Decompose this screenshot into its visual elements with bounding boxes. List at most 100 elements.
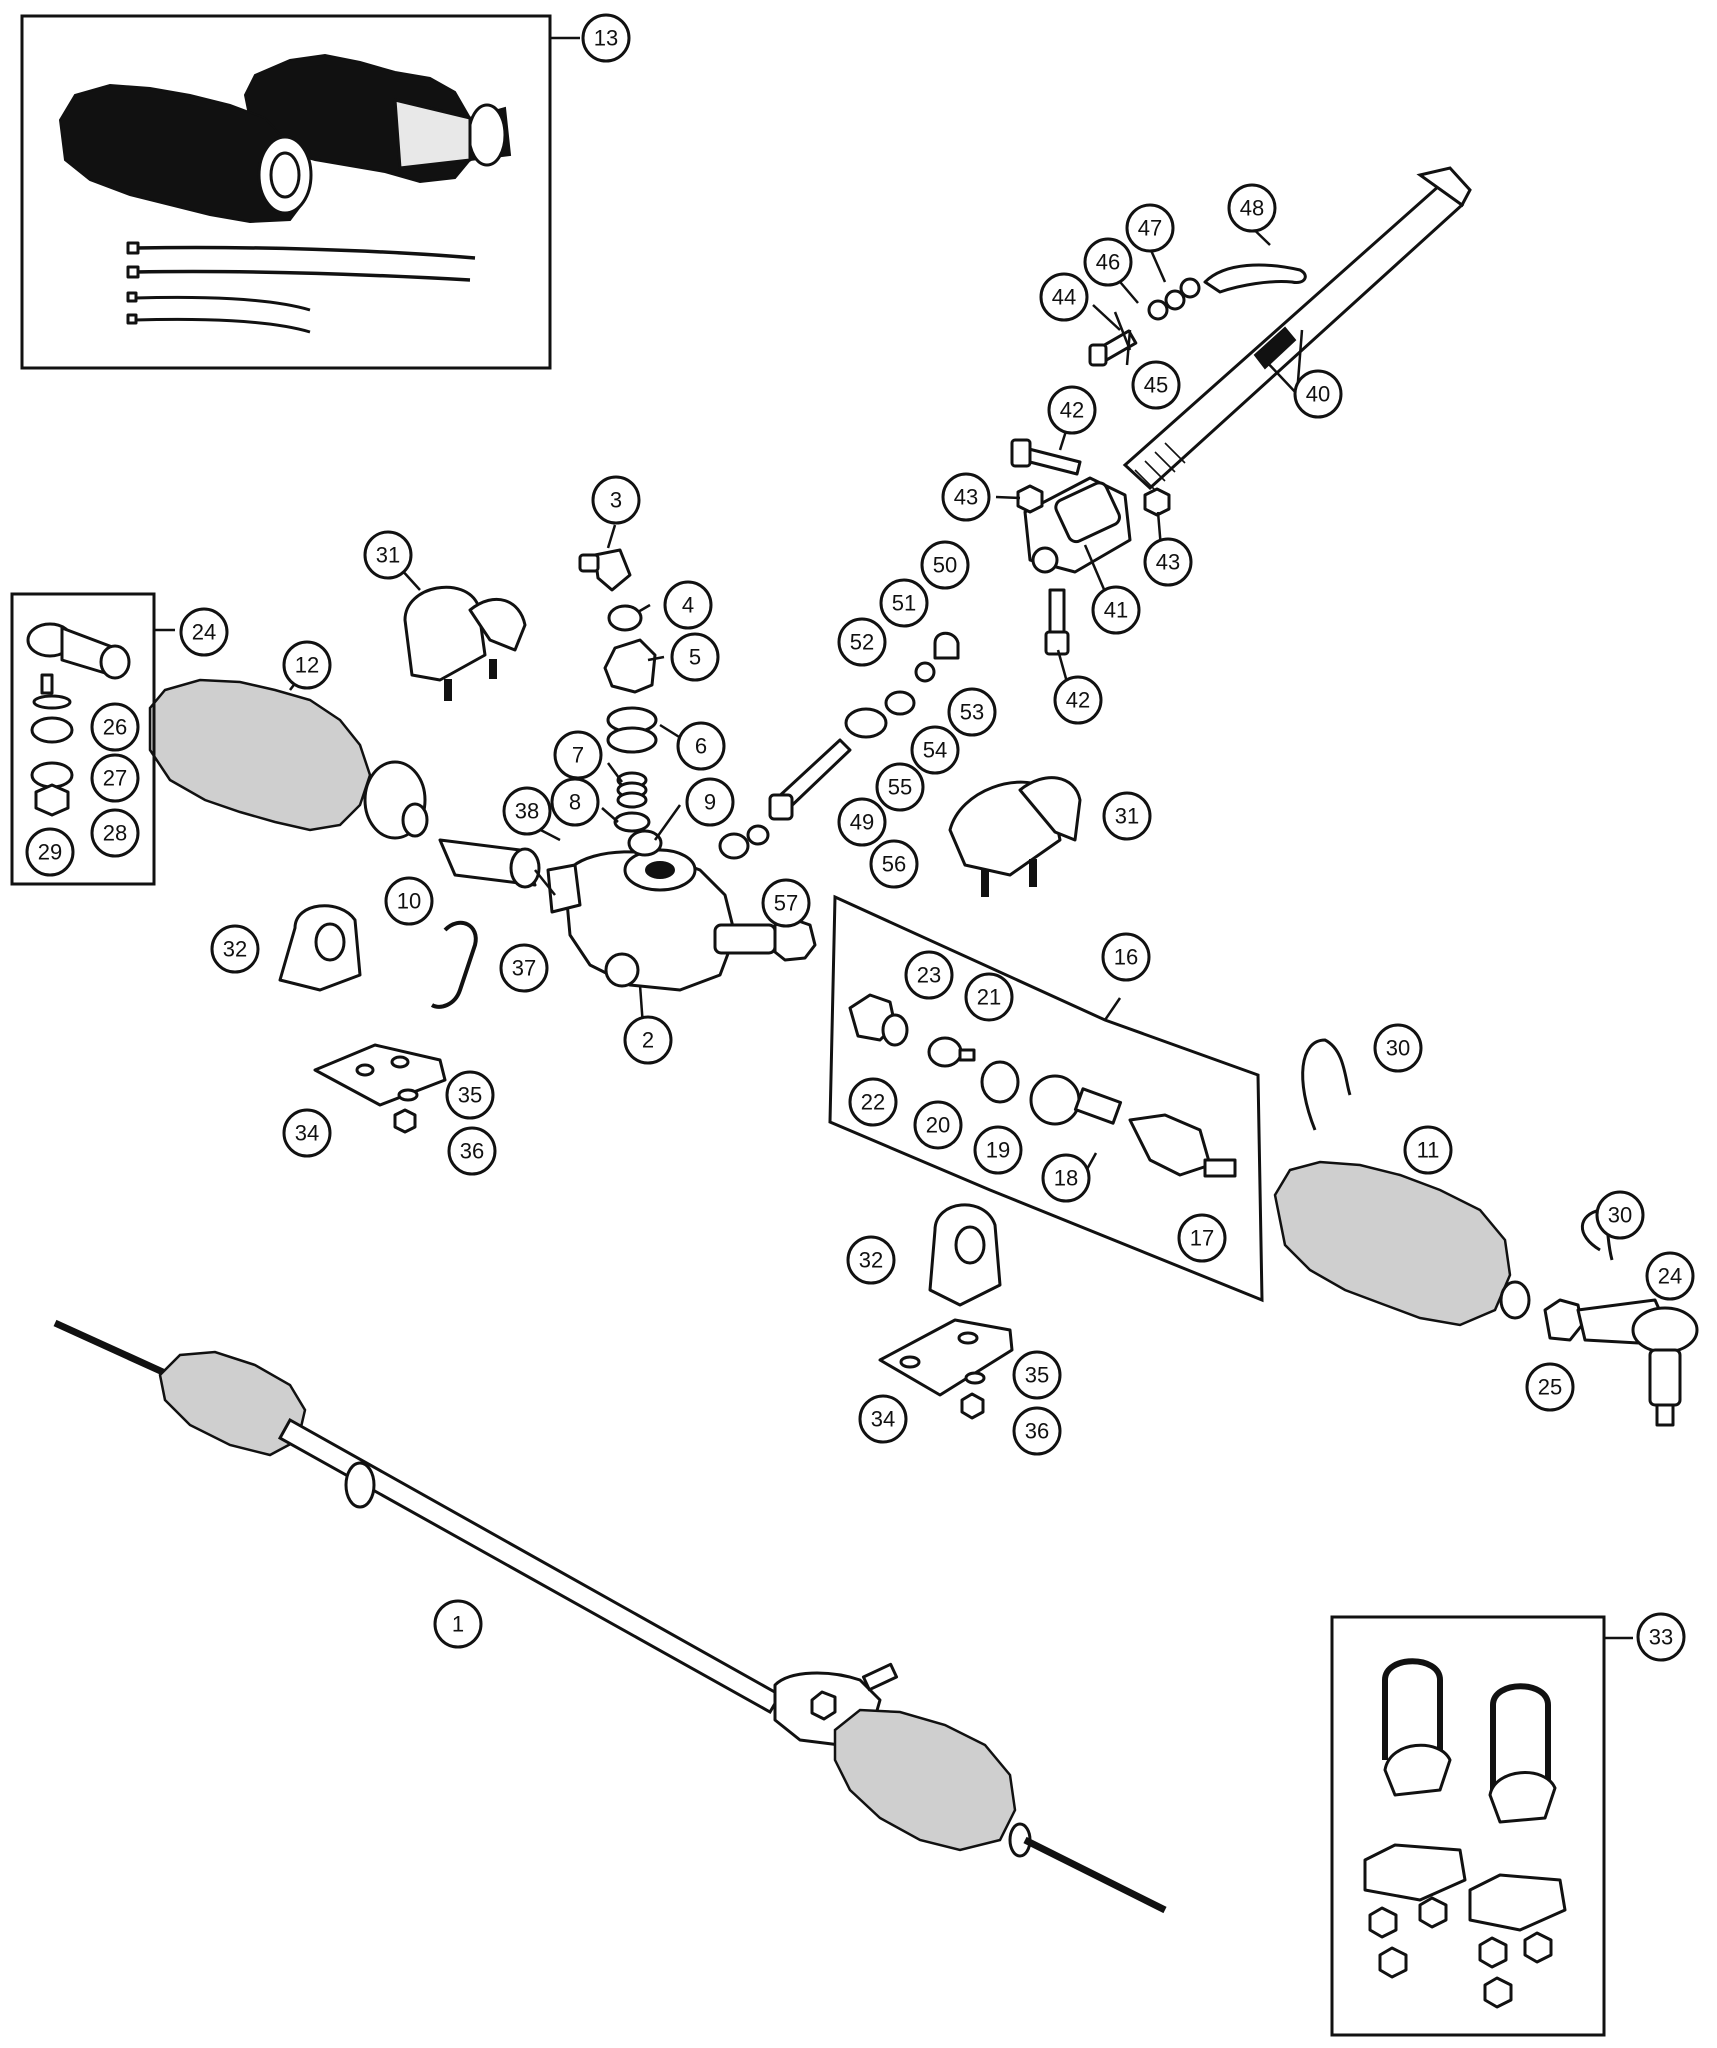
callout-circle — [1053, 675, 1103, 725]
callout-number: 32 — [223, 937, 247, 962]
callout-circle — [1131, 360, 1181, 410]
callout-circle — [846, 1235, 896, 1285]
callout-circle — [1645, 1251, 1695, 1301]
callout-circle — [1041, 1153, 1091, 1203]
inset-box-inner-ball-joint — [828, 894, 1264, 1303]
callout-44: 44 — [1039, 272, 1089, 322]
callout-number: 53 — [960, 700, 984, 725]
callout-57: 57 — [761, 878, 811, 928]
callout-circle — [1373, 1023, 1423, 1073]
callout-number: 26 — [103, 715, 127, 740]
callout-circle — [858, 1394, 908, 1444]
callout-number: 38 — [515, 799, 539, 824]
callout-number: 46 — [1096, 250, 1120, 275]
callout-number: 29 — [38, 840, 62, 865]
callout-number: 54 — [923, 738, 947, 763]
callout-26: 26 — [90, 702, 140, 752]
callout-23: 23 — [904, 950, 954, 1000]
callout-24: 24 — [1645, 1251, 1695, 1301]
callout-number: 17 — [1190, 1226, 1214, 1251]
callout-2: 2 — [623, 1015, 673, 1065]
callout-number: 19 — [986, 1138, 1010, 1163]
callout-circle — [848, 1077, 898, 1127]
callout-number: 42 — [1066, 688, 1090, 713]
callout-circle — [676, 721, 726, 771]
callout-number: 24 — [192, 620, 216, 645]
clamp-middle-right — [948, 776, 1082, 897]
callout-8: 8 — [550, 777, 600, 827]
callout-circle — [363, 530, 413, 580]
callout-20: 20 — [913, 1100, 963, 1150]
callout-number: 7 — [572, 743, 584, 768]
callout-55: 55 — [875, 762, 925, 812]
callout-5: 5 — [670, 632, 720, 682]
callout-56: 56 — [869, 839, 919, 889]
callout-circle — [1012, 1350, 1062, 1400]
callout-41: 41 — [1091, 585, 1141, 635]
callout-circle — [210, 924, 260, 974]
callout-number: 30 — [1386, 1036, 1410, 1061]
callout-42: 42 — [1053, 675, 1103, 725]
callout-number: 47 — [1138, 216, 1162, 241]
callout-number: 2 — [642, 1028, 654, 1053]
callout-circle — [384, 876, 434, 926]
callout-33: 33 — [1636, 1612, 1686, 1662]
callout-number: 45 — [1144, 373, 1168, 398]
callout-number: 48 — [1240, 196, 1264, 221]
callout-34: 34 — [282, 1108, 332, 1158]
callout-number: 55 — [888, 775, 912, 800]
callout-37: 37 — [499, 943, 549, 993]
callout-9: 9 — [685, 777, 735, 827]
callout-circle — [25, 827, 75, 877]
yoke-adjuster-stack — [578, 548, 663, 857]
callout-number: 24 — [1658, 1264, 1682, 1289]
callout-32: 32 — [210, 924, 260, 974]
callout-circle — [1012, 1406, 1062, 1456]
callout-number: 37 — [512, 956, 536, 981]
callout-number: 12 — [295, 653, 319, 678]
callout-10: 10 — [384, 876, 434, 926]
tube-spacer — [438, 838, 541, 889]
callout-circle — [913, 1100, 963, 1150]
callout-number: 18 — [1054, 1166, 1078, 1191]
callout-circle — [179, 607, 229, 657]
callout-50: 50 — [920, 540, 970, 590]
callout-number: 22 — [861, 1090, 885, 1115]
callout-number: 52 — [850, 630, 874, 655]
callout-circle — [1177, 1213, 1227, 1263]
callout-number: 1 — [452, 1612, 464, 1637]
callout-47: 47 — [1125, 203, 1175, 253]
callout-circle — [1101, 932, 1151, 982]
callout-53: 53 — [947, 687, 997, 737]
mount-block-left — [278, 904, 362, 992]
callout-17: 17 — [1177, 1213, 1227, 1263]
callout-number: 35 — [458, 1083, 482, 1108]
callout-number: 31 — [1115, 804, 1139, 829]
callout-6: 6 — [676, 721, 726, 771]
callout-49: 49 — [837, 797, 887, 847]
callout-31: 31 — [1102, 791, 1152, 841]
callout-number: 10 — [397, 889, 421, 914]
callout-circle — [1525, 1362, 1575, 1412]
callout-number: 8 — [569, 790, 581, 815]
callout-4: 4 — [663, 580, 713, 630]
callout-circle — [761, 878, 811, 928]
callout-number: 43 — [1156, 550, 1180, 575]
callout-circle — [550, 777, 600, 827]
callout-circle — [282, 1108, 332, 1158]
callout-number: 27 — [103, 766, 127, 791]
callout-12: 12 — [282, 640, 332, 690]
clamp-upper-left — [403, 585, 527, 701]
column-shaft-assembly — [1010, 166, 1472, 656]
callout-number: 57 — [774, 891, 798, 916]
callout-46: 46 — [1083, 237, 1133, 287]
callout-circle — [875, 762, 925, 812]
callout-number: 13 — [594, 26, 618, 51]
callout-31: 31 — [363, 530, 413, 580]
bracket-plate-right — [878, 1318, 1014, 1420]
callout-circle — [1293, 369, 1343, 419]
callout-number: 34 — [871, 1407, 895, 1432]
callout-36: 36 — [1012, 1406, 1062, 1456]
callout-13: 13 — [581, 13, 631, 63]
callout-number: 28 — [103, 821, 127, 846]
